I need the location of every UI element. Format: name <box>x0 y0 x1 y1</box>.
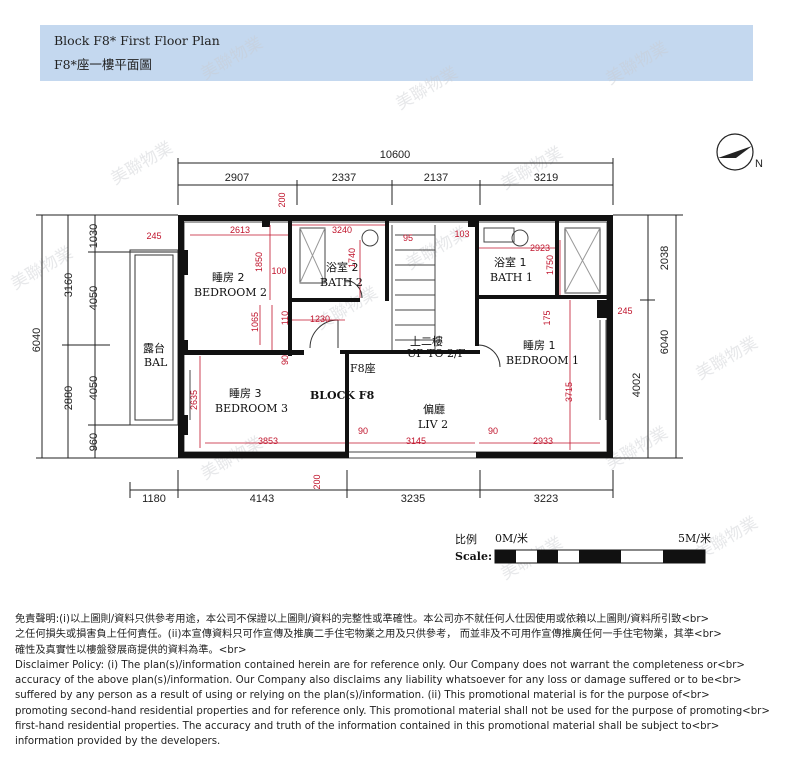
disclaimer-en-line: promoting second-hand residential proper… <box>15 705 770 717</box>
floor-plan: 美聯物業 美聯物業 美聯物業 美聯物業 美聯物業 美聯物業 美聯物業 美聯物業 … <box>8 33 764 584</box>
svg-text:N: N <box>755 158 763 170</box>
rdim-2933: 2933 <box>533 436 553 446</box>
scale-end: 5M/米 <box>678 532 711 545</box>
disclaimer-en-line: Disclaimer Policy: (i) The plan(s)/infor… <box>15 659 745 671</box>
rdim-90a: 90 <box>280 355 290 365</box>
plan-title-zh: F8*座一樓平面圖 <box>54 57 152 72</box>
bath2-label-zh: 浴室 2 <box>326 260 359 274</box>
watermark: 美聯物業 <box>393 63 462 114</box>
bedroom2-label-en: BEDROOM 2 <box>194 286 267 299</box>
watermark: 美聯物業 <box>108 138 177 189</box>
dim-left-2880: 2880 <box>63 386 75 410</box>
watermark: 美聯物業 <box>198 433 267 484</box>
rdim-95: 95 <box>403 233 413 243</box>
bath1-label-en: BATH 1 <box>490 271 533 284</box>
watermark: 美聯物業 <box>693 333 762 384</box>
dim-top-3: 2137 <box>424 172 448 184</box>
block-label-zh: F8座 <box>350 361 376 375</box>
rdim-100: 100 <box>271 266 286 276</box>
rdim-200a: 200 <box>277 192 287 207</box>
bedroom3-label-zh: 睡房 3 <box>229 387 262 400</box>
dim-left-3160: 3160 <box>63 273 75 297</box>
living-label-en: LIV 2 <box>418 418 448 431</box>
watermark: 美聯物業 <box>603 38 672 89</box>
balcony <box>129 249 179 426</box>
rdim-1230: 1230 <box>310 314 330 324</box>
rdim-245a: 245 <box>146 231 161 241</box>
dim-top-4: 3219 <box>534 172 558 184</box>
watermark: 美聯物業 <box>313 283 382 334</box>
dim-left-6040: 6040 <box>31 328 43 352</box>
rdim-110: 110 <box>280 311 290 325</box>
disclaimer-en-line: accuracy of the above plan(s)/informatio… <box>15 675 742 687</box>
dim-left-960: 960 <box>88 433 100 451</box>
top-dimensions <box>177 158 614 205</box>
dim-right-6040: 6040 <box>659 330 671 354</box>
rdim-175: 175 <box>542 310 552 325</box>
bath2-label-en: BATH 2 <box>320 276 363 289</box>
stair-label-zh: 上二樓 <box>410 334 443 348</box>
scale-bar: 比例 Scale: 0M/米 5M/米 <box>455 532 711 564</box>
balcony-label-en: BAL <box>144 356 168 369</box>
bedroom1-label-en: BEDROOM 1 <box>506 354 579 367</box>
disclaimer-en-line: information provided by the developers. <box>15 736 221 748</box>
dim-bottom-3: 3235 <box>401 493 425 505</box>
block-label-en: BLOCK F8 <box>310 389 375 402</box>
disclaimer-zh-line: 之任何損失或損害負上任何責任。(ii)本宣傳資料只可作宣傳及推廣二手住宅物業之用… <box>15 629 722 641</box>
disclaimer: 免責聲明:(i)以上圖則/資料只供參考用途，本公司不保證以上圖則/資料的完整性或… <box>15 612 785 750</box>
walls <box>178 215 613 458</box>
scale-label-en: Scale: <box>455 550 492 563</box>
rdim-3715: 3715 <box>564 382 574 402</box>
rdim-3240: 3240 <box>332 225 352 235</box>
rdim-1065: 1065 <box>250 312 260 332</box>
rdim-90c: 90 <box>488 426 498 436</box>
bath1-label-zh: 浴室 1 <box>494 255 527 269</box>
scale-label-zh: 比例 <box>455 532 477 546</box>
disclaimer-zh-line: 確性及真實性以樓盤發展商提供的資料為準。<br> <box>15 644 247 656</box>
rdim-245b: 245 <box>617 306 632 316</box>
disclaimer-en-line: suffered by any person as a result of us… <box>15 690 710 702</box>
bedroom1-label-zh: 睡房 1 <box>523 339 556 352</box>
dim-bottom-4: 3223 <box>534 493 558 505</box>
scale-start: 0M/米 <box>495 532 528 545</box>
watermark: 美聯物業 <box>198 33 267 84</box>
watermark: 美聯物業 <box>498 143 567 194</box>
bottom-dimensions <box>129 470 614 498</box>
rdim-200b: 200 <box>312 474 322 489</box>
rdim-103: 103 <box>454 229 469 239</box>
dim-right-2038: 2038 <box>659 246 671 270</box>
bedroom2-label-zh: 睡房 2 <box>212 271 245 284</box>
rdim-1750: 1750 <box>545 255 555 275</box>
disclaimer-zh-line: 免責聲明:(i)以上圖則/資料只供參考用途，本公司不保證以上圖則/資料的完整性或… <box>15 614 710 625</box>
dim-right-4002: 4002 <box>631 373 643 397</box>
dim-top-1: 2907 <box>225 172 249 184</box>
rdim-3145: 3145 <box>406 436 426 446</box>
north-arrow-icon: N <box>716 133 763 171</box>
right-dimensions <box>613 214 683 459</box>
stair-label-en: UP TO 2/F <box>407 347 466 360</box>
red-dimension-lines <box>190 224 600 450</box>
rdim-1850: 1850 <box>254 252 264 272</box>
dim-bottom-2: 4143 <box>250 493 274 505</box>
rdim-2613: 2613 <box>230 225 250 235</box>
dim-bottom-1: 1180 <box>142 493 166 505</box>
rdim-2635: 2635 <box>189 390 199 410</box>
living-label-zh: 偏廳 <box>423 402 445 416</box>
disclaimer-en-line: first-hand residential properties. The a… <box>15 721 720 733</box>
rdim-2923: 2923 <box>530 243 550 253</box>
rdim-1740: 1740 <box>347 248 357 268</box>
rdim-90b: 90 <box>358 426 368 436</box>
dim-left-4050: 4050 <box>88 286 100 310</box>
left-dimensions <box>36 214 178 459</box>
plan-title-en: Block F8* First Floor Plan <box>54 33 220 48</box>
dim-top-total: 10600 <box>380 149 411 161</box>
balcony-label-zh: 露台 <box>143 341 165 355</box>
dim-left-4050b: 4050 <box>88 376 100 400</box>
dim-left-1030: 1030 <box>88 224 100 248</box>
dim-top-2: 2337 <box>332 172 356 184</box>
rdim-3853: 3853 <box>258 436 278 446</box>
bedroom3-label-en: BEDROOM 3 <box>215 402 288 415</box>
plan-header: Block F8* First Floor Plan F8*座一樓平面圖 <box>40 25 753 81</box>
